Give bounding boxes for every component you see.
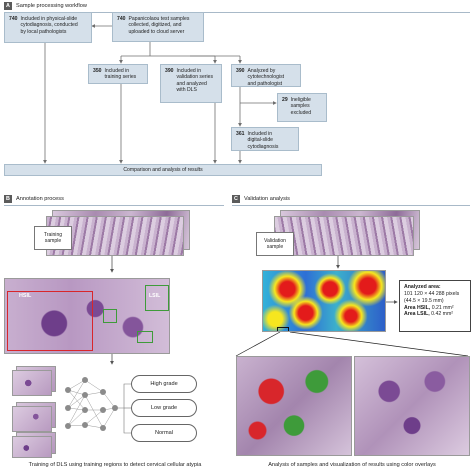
ineligible-box: 29 Ineligible samples excluded xyxy=(277,93,327,122)
panel-a-tag: A xyxy=(4,2,12,10)
panel-b-title: Annotation process xyxy=(16,196,64,202)
overlay-color-image xyxy=(236,356,352,456)
lsil-area-value: 0.42 mm² xyxy=(431,311,454,318)
panel-b-rule xyxy=(4,205,224,206)
physical-slide-box: 740 Included in physical-slide cytodiagn… xyxy=(4,12,92,43)
panel-a-header: A Sample processing workflow xyxy=(4,2,87,10)
panel-b-header: B Annotation process xyxy=(4,195,64,203)
validation-caption: Analysis of samples and visualization of… xyxy=(268,462,436,468)
panel-c-title: Validation analysis xyxy=(244,196,290,202)
lsil-region-2 xyxy=(103,309,117,323)
papanicolaou-text: Papanicolaou test samples collected, dig… xyxy=(128,16,190,35)
class-high-grade: High grade xyxy=(131,375,197,393)
ineligible-text: Ineligible samples excluded xyxy=(290,97,312,116)
analyzed-count: 390 xyxy=(236,68,245,74)
class-low-grade: Low grade xyxy=(131,399,197,417)
panel-a-rule xyxy=(4,12,470,13)
physical-text: Included in physical-slide cytodiagnosis… xyxy=(20,16,78,35)
patch-stack-bottom-front xyxy=(12,436,52,458)
validation-count: 390 xyxy=(165,68,174,74)
hsil-area-value: 0.21 mm² xyxy=(431,304,454,311)
papanicolaou-count: 740 xyxy=(117,16,126,22)
panel-c-tag: C xyxy=(232,195,240,203)
annotated-microscopy-image: HSIL LSIL xyxy=(4,278,170,354)
validation-series-box: 390 Included in validation series and an… xyxy=(160,64,222,103)
validation-sample-label: Validation sample xyxy=(256,232,294,256)
annotation-caption: Training of DLS using training regions t… xyxy=(28,462,202,468)
panel-c-rule xyxy=(232,205,470,206)
panel-a-title: Sample processing workflow xyxy=(16,3,87,9)
area-mm: (44.5 × 19.5 mm) xyxy=(404,297,444,304)
lsil-area-line: Area LSIL, 0.42 mm² xyxy=(404,311,466,318)
analyzed-by-box: 390 Analyzed by cytotechnologist and pat… xyxy=(231,64,301,87)
hsil-area-line: Area HSIL, 0.21 mm² xyxy=(404,305,466,312)
patch-stack-mid-front xyxy=(12,406,52,432)
digital-text: Included in digital-slide cytodiagnosis xyxy=(247,131,279,150)
validation-slide-front xyxy=(274,216,414,256)
comparison-text: Comparison and analysis of results xyxy=(123,166,203,173)
highlight-region xyxy=(277,327,289,331)
hsil-area-label: Area HSIL, xyxy=(404,304,431,311)
class-normal: Normal xyxy=(131,424,197,442)
training-sample-label: Training sample xyxy=(34,226,72,250)
analyzed-area-box: Analyzed area: 101 120 × 44 288 pixels (… xyxy=(399,280,471,332)
analyzed-text: Analyzed by cytotechnologist and patholo… xyxy=(247,68,285,87)
ineligible-count: 29 xyxy=(282,97,288,103)
heatmap-overlay xyxy=(262,270,386,332)
lsil-area-label: Area LSIL, xyxy=(404,311,430,318)
physical-count: 740 xyxy=(9,16,18,22)
original-stain-image xyxy=(354,356,470,456)
area-pixels: 101 120 × 44 288 pixels xyxy=(404,290,460,297)
validation-text: Included in validation series and analyz… xyxy=(176,68,214,94)
lsil-label: LSIL xyxy=(149,293,161,299)
patch-stack-top-front xyxy=(12,370,52,396)
panel-c-header: C Validation analysis xyxy=(232,195,290,203)
digital-slide-box: 361 Included in digital-slide cytodiagno… xyxy=(231,127,299,151)
panel-b-tag: B xyxy=(4,195,12,203)
area-title: Analyzed area: xyxy=(404,284,441,290)
lsil-region xyxy=(145,285,169,311)
hsil-region xyxy=(7,291,93,351)
training-text: Included in training series xyxy=(104,68,137,81)
papanicolaou-box: 740 Papanicolaou test samples collected,… xyxy=(112,12,204,42)
training-count: 350 xyxy=(93,68,102,74)
comparison-box: Comparison and analysis of results xyxy=(4,164,322,176)
lsil-region-3 xyxy=(137,331,153,343)
hsil-label: HSIL xyxy=(19,293,32,299)
training-series-box: 350 Included in training series xyxy=(88,64,148,84)
digital-count: 361 xyxy=(236,131,245,137)
